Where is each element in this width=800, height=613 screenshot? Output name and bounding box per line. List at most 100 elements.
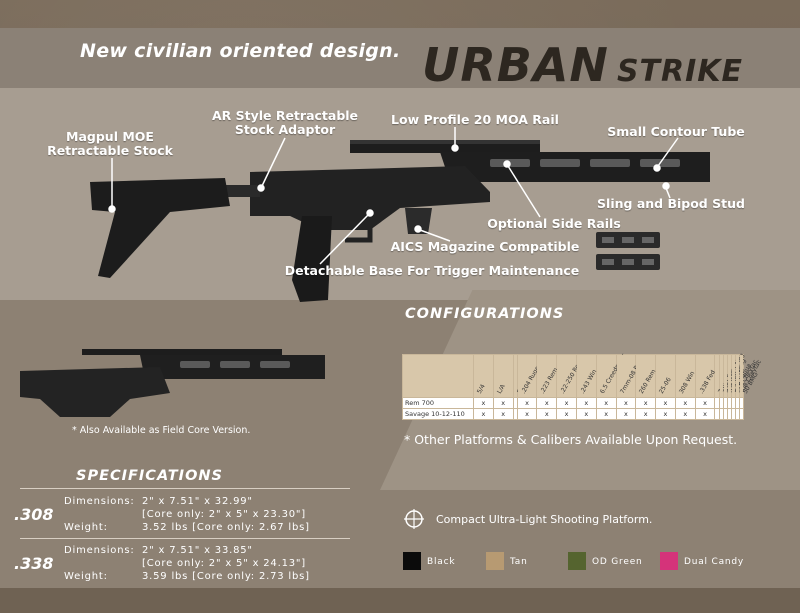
spec-divider-mid — [20, 538, 350, 539]
callout-adaptor: AR Style Retractable Stock Adaptor — [211, 108, 359, 138]
compat-cell — [738, 408, 745, 420]
spec-338-core-dim: [Core only: 2" x 5" x 24.13"] — [142, 558, 307, 569]
footer-strip — [0, 588, 800, 613]
callout-sling: Sling and Bipod Stud — [597, 196, 745, 211]
caliber-header: .223 Rem — [536, 354, 560, 398]
caliber-header: 25-06 — [655, 354, 676, 398]
compat-cell: x — [655, 408, 676, 420]
caliber-header: L/A — [492, 354, 514, 398]
receiver-body — [250, 166, 490, 230]
spec-308-weight-value: 3.52 lbs [Core only: 2.67 lbs] — [142, 522, 310, 533]
compat-cell: x — [556, 397, 577, 409]
title-sub: STRIKE — [616, 54, 744, 89]
compat-cell: x — [655, 397, 676, 409]
caliber-label: L/A — [495, 383, 507, 395]
caliber-header: 6.5 Creedmoor — [595, 353, 627, 398]
caliber-label: 308 Win — [677, 370, 697, 395]
pistol-grip — [292, 216, 332, 302]
compat-cell: x — [516, 408, 538, 420]
compat-cell: x — [615, 397, 637, 409]
top-rail-teeth — [350, 140, 540, 144]
spec-308-dim-label: Dimensions: — [64, 496, 135, 507]
field-core-note: * Also Available as Field Core Version. — [72, 425, 251, 436]
top-rail — [350, 144, 540, 153]
specifications-heading: SPECIFICATIONS — [76, 468, 223, 484]
color-swatch — [403, 552, 421, 570]
color-swatch — [486, 552, 504, 570]
caliber-header: 7mm-08 Rem — [615, 354, 645, 398]
compat-cell: x — [473, 408, 494, 420]
caliber-label: 5/4 — [475, 383, 487, 395]
caliber-header: 308 Win — [674, 354, 697, 398]
spec-divider-top — [20, 488, 350, 489]
platform-name: Savage 10-12-110 — [402, 408, 474, 420]
compat-cell — [512, 408, 518, 420]
compat-cell: x — [635, 397, 657, 409]
color-swatch — [660, 552, 678, 570]
color-label: Black — [427, 557, 456, 567]
compat-cell: x — [575, 397, 597, 409]
caliber-header: .204 Ruger — [516, 354, 542, 398]
compat-cell: x — [473, 397, 494, 409]
compat-cell: x — [516, 397, 538, 409]
caliber-308: .308 — [14, 505, 54, 524]
caliber-header: 50 BMG — [738, 354, 760, 398]
color-label: Dual Candy — [684, 557, 745, 567]
caliber-header: .22-250 Rem — [556, 354, 584, 398]
title-main: URBAN — [422, 38, 609, 92]
spec-308-core-dim: [Core only: 2" x 5" x 23.30"] — [142, 509, 307, 520]
platforms-note: * Other Platforms & Calibers Available U… — [404, 432, 738, 447]
callout-side-rails: Optional Side Rails — [487, 216, 621, 231]
spec-338-dim-value: 2" x 7.51" x 33.85" — [142, 545, 253, 556]
caliber-338: .338 — [14, 554, 54, 573]
callout-tube: Small Contour Tube — [607, 124, 745, 139]
caliber-label: .338 Fed — [697, 369, 717, 395]
spec-308-dim-value: 2" x 7.51" x 32.99" — [142, 496, 253, 507]
compat-cell: x — [694, 397, 716, 409]
color-label: Tan — [510, 557, 528, 567]
stock — [90, 178, 230, 278]
compat-cell — [738, 397, 745, 409]
platform-name: Rem 700 — [402, 397, 474, 409]
compat-cell: x — [556, 408, 577, 420]
compat-cell: x — [575, 408, 597, 420]
color-swatch — [568, 552, 586, 570]
caliber-header: 5/4 — [473, 354, 494, 398]
caliber-label: 25-06 — [658, 376, 673, 395]
spec-338-dim-label: Dimensions: — [64, 545, 135, 556]
caliber-header: .338 Fed — [694, 354, 717, 398]
compat-cell: x — [492, 408, 514, 420]
spec-338-weight-value: 3.59 lbs [Core only: 2.73 lbs] — [142, 571, 310, 582]
caliber-header: SD — [512, 354, 526, 398]
caliber-header: 260 Rem — [635, 354, 658, 398]
callout-aics: AICS Magazine Compatible — [390, 239, 580, 254]
compat-cell: x — [492, 397, 514, 409]
header-strip — [0, 28, 800, 88]
compat-cell: x — [536, 408, 558, 420]
caliber-header-row: 5/4 L/A SD.204 Ruger.223 Rem.22-250 Rem.24… — [402, 352, 763, 398]
crosshair-icon — [404, 509, 424, 529]
callout-rail: Low Profile 20 MOA Rail — [391, 112, 559, 127]
compat-cell: x — [615, 408, 637, 420]
compat-cell: x — [595, 408, 617, 420]
color-label: OD Green — [592, 557, 643, 567]
spec-308-weight-label: Weight: — [64, 522, 108, 533]
callout-base: Detachable Base For Trigger Maintenance — [284, 263, 580, 278]
compat-cell: x — [536, 397, 558, 409]
compat-cell: x — [674, 397, 696, 409]
tagline: New civilian oriented design. — [80, 40, 401, 62]
caliber-header: .243 Win — [575, 354, 598, 398]
compat-cell: x — [674, 408, 696, 420]
callout-stock: Magpul MOE Retractable Stock — [47, 129, 173, 159]
compat-cell: x — [635, 408, 657, 420]
compat-cell: x — [694, 408, 716, 420]
configurations-table: 5/4 L/A SD.204 Ruger.223 Rem.22-250 Rem.24… — [402, 352, 763, 420]
platform-note: Compact Ultra-Light Shooting Platform. — [436, 513, 653, 526]
compat-cell: x — [595, 397, 617, 409]
side-rail-accessory — [596, 232, 660, 270]
field-core-illustration — [20, 349, 325, 417]
